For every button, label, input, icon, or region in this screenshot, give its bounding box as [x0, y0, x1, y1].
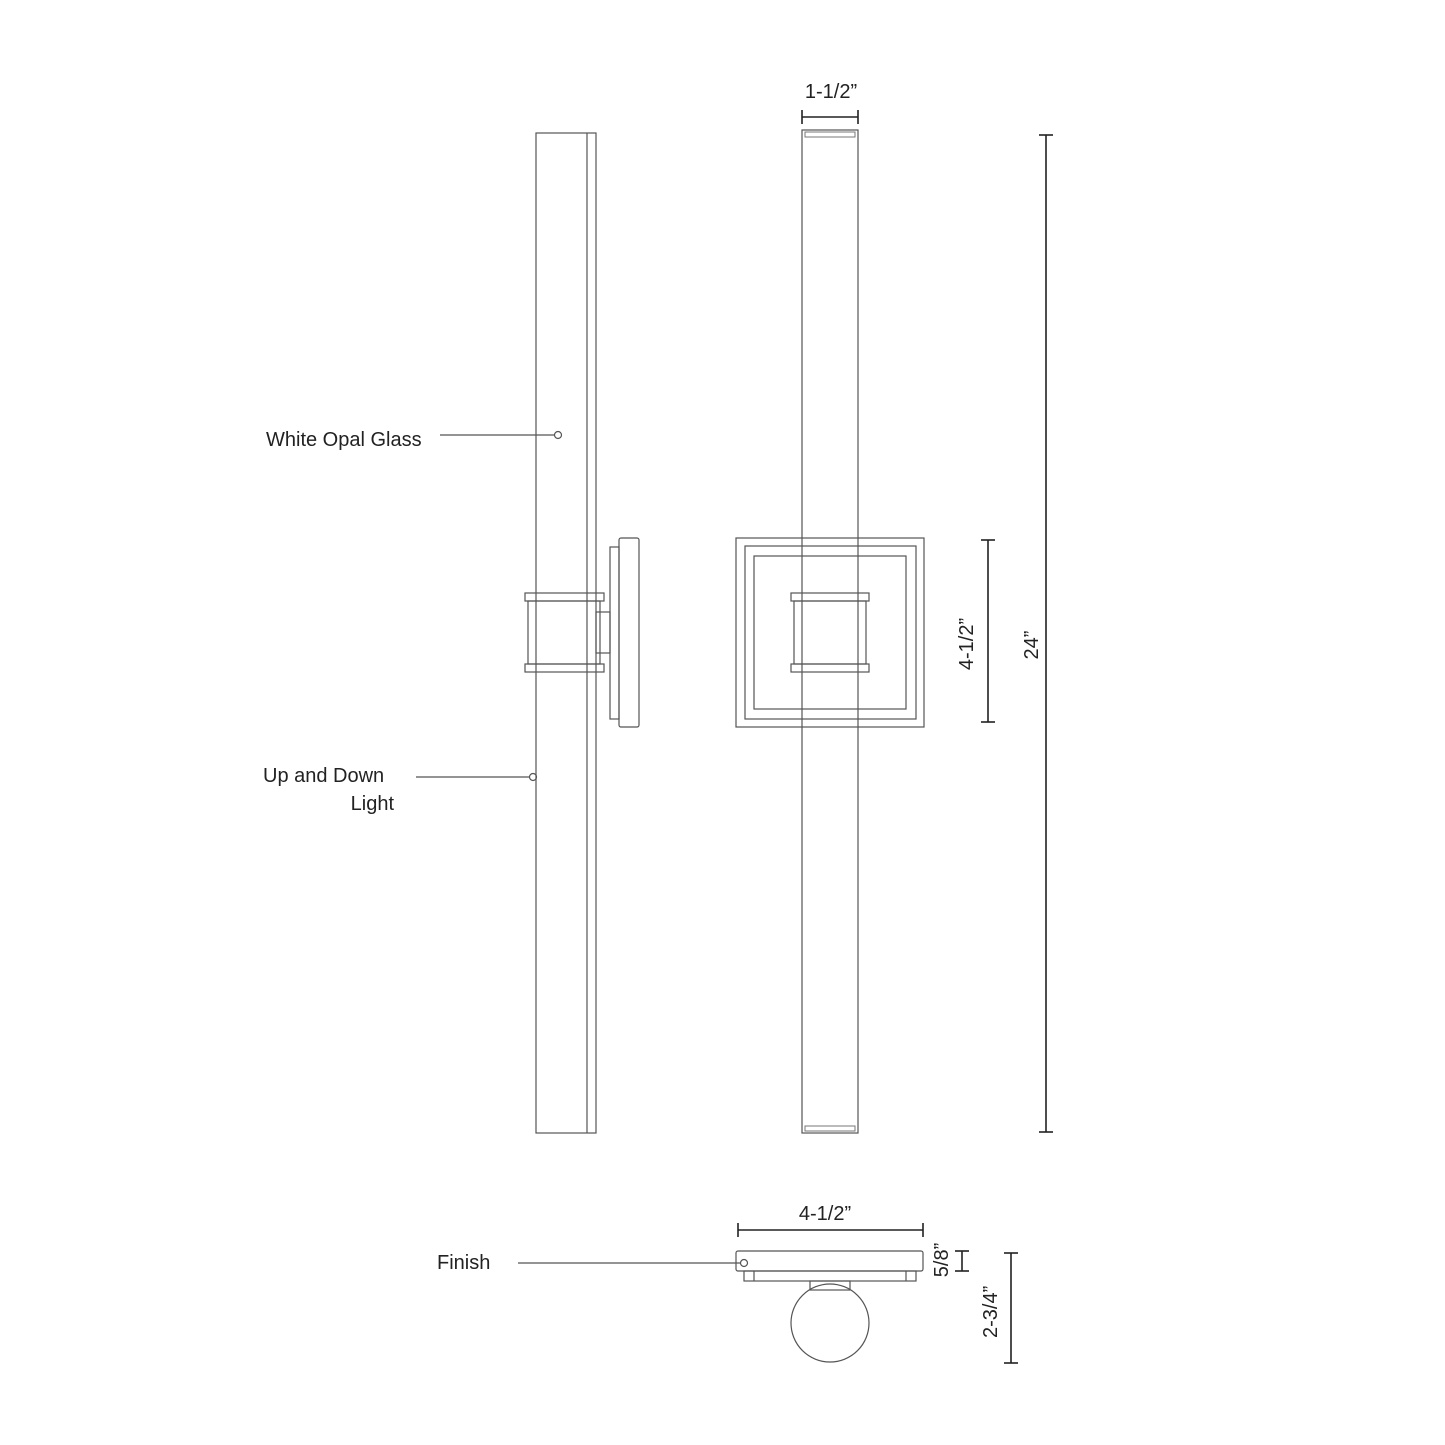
- front-band: [793, 600, 867, 665]
- label-up-and-down: Up and Down: [263, 765, 384, 787]
- callout-dot: [528, 772, 538, 782]
- dim-backplate-width: 4-1/2”: [737, 1203, 924, 1237]
- top-tube: [790, 1283, 870, 1363]
- top-view: [735, 1250, 924, 1363]
- label-light: Light: [351, 793, 395, 815]
- front-tube: [801, 129, 859, 1134]
- dim-label: 5/8”: [931, 1243, 953, 1277]
- dim-extension: 2-3/4”: [980, 1252, 1018, 1364]
- side-view: [524, 132, 640, 1134]
- callout-light: Up and Down Light: [263, 765, 538, 815]
- dim-label: 4-1/2”: [799, 1203, 851, 1225]
- label-finish: Finish: [437, 1252, 490, 1274]
- dim-tube-width: 1-1/2”: [801, 81, 859, 124]
- dim-label: 24”: [1021, 631, 1043, 660]
- front-backplate: [735, 537, 925, 728]
- label-white-opal-glass: White Opal Glass: [266, 429, 422, 451]
- dim-label: 1-1/2”: [805, 81, 857, 103]
- callout-dot: [739, 1258, 749, 1268]
- callout-dot: [553, 430, 563, 440]
- side-backplate: [618, 537, 640, 728]
- dim-height: 24”: [1021, 134, 1053, 1133]
- callout-finish: Finish: [437, 1252, 749, 1274]
- side-band: [527, 600, 601, 665]
- dim-label: 2-3/4”: [980, 1286, 1002, 1338]
- top-backplate: [735, 1250, 924, 1272]
- callout-glass: White Opal Glass: [266, 429, 563, 451]
- dim-backplate-depth: 5/8”: [931, 1243, 969, 1277]
- dim-label: 4-1/2”: [956, 618, 978, 670]
- front-view: [735, 129, 925, 1134]
- side-connector: [595, 611, 611, 654]
- dim-backplate-height: 4-1/2”: [956, 539, 995, 723]
